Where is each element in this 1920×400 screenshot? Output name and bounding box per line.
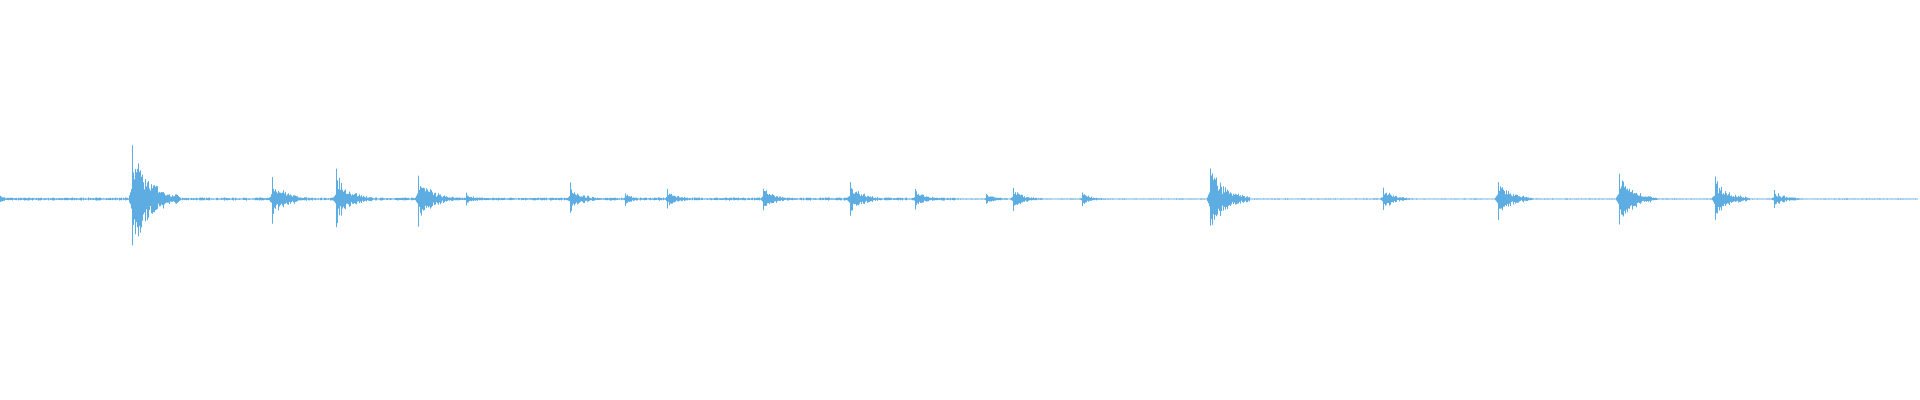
- waveform-trace: [0, 145, 1918, 246]
- waveform-samples: [0, 145, 1918, 246]
